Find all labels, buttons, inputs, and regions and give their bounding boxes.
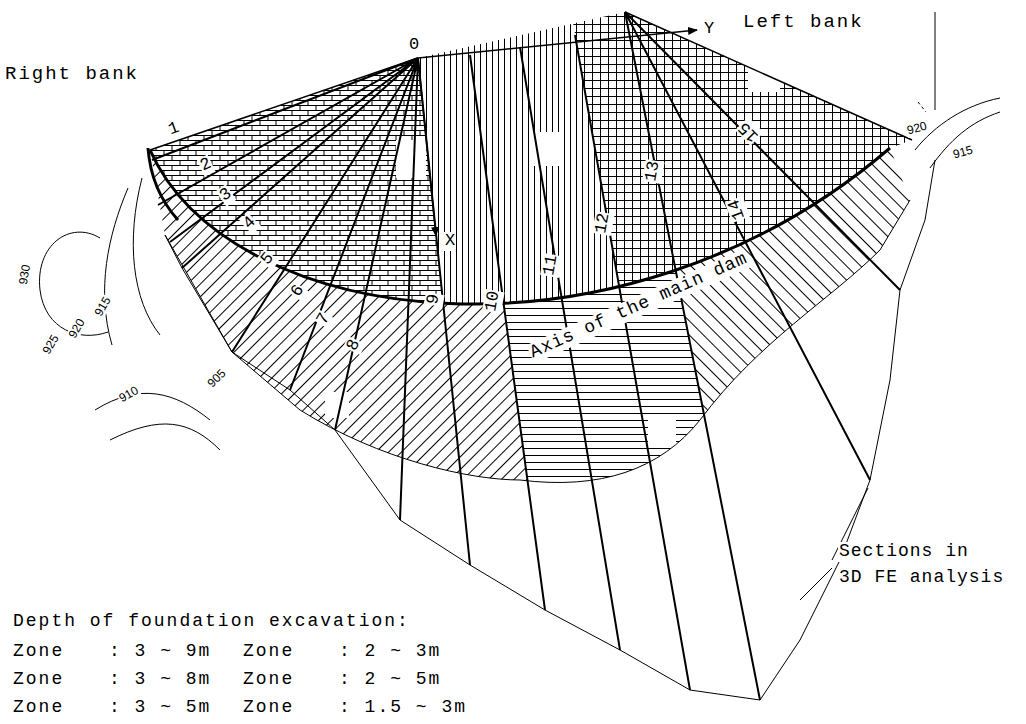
map-label: 12	[592, 211, 614, 236]
map-label: Zone	[242, 642, 295, 662]
map-label: : 3 ~ 9m	[108, 642, 212, 662]
map-label: Y	[703, 20, 715, 39]
map-label: 13	[642, 159, 664, 184]
map-label: Zone	[12, 670, 65, 690]
map-label: 925	[40, 332, 62, 358]
map-label: Right bank	[4, 64, 140, 85]
map-label: 905	[205, 366, 230, 391]
map-label: 11	[540, 253, 562, 278]
map-label: 920	[905, 119, 930, 137]
map-label: Sections in	[838, 542, 970, 562]
map-label: : 3 ~ 8m	[108, 670, 212, 690]
map-label: Zone	[242, 698, 295, 718]
map-label: Zone	[12, 642, 65, 662]
map-label: 910	[116, 383, 142, 405]
map-label: 10	[482, 289, 504, 314]
map-label: : 2 ~ 5m	[338, 670, 442, 690]
map-label: : 2 ~ 3m	[338, 642, 442, 662]
map-label: 1	[165, 118, 183, 140]
map-label: 0	[408, 36, 420, 55]
map-label: X	[444, 232, 456, 251]
map-label: Zone	[242, 670, 295, 690]
map-label: Depth of foundation excavation:	[12, 612, 411, 632]
map-label: 920	[66, 316, 88, 342]
map-label: Left bank	[742, 12, 865, 33]
map-label: : 1.5 ~ 3m	[338, 698, 468, 718]
map-label: 915	[951, 143, 976, 161]
map-label: Zone	[12, 698, 65, 718]
map-label: : 3 ~ 5m	[108, 698, 212, 718]
map-label: 915	[92, 294, 114, 320]
map-label: 930	[17, 263, 34, 287]
map-label: 3D FE analysis	[838, 568, 1005, 588]
